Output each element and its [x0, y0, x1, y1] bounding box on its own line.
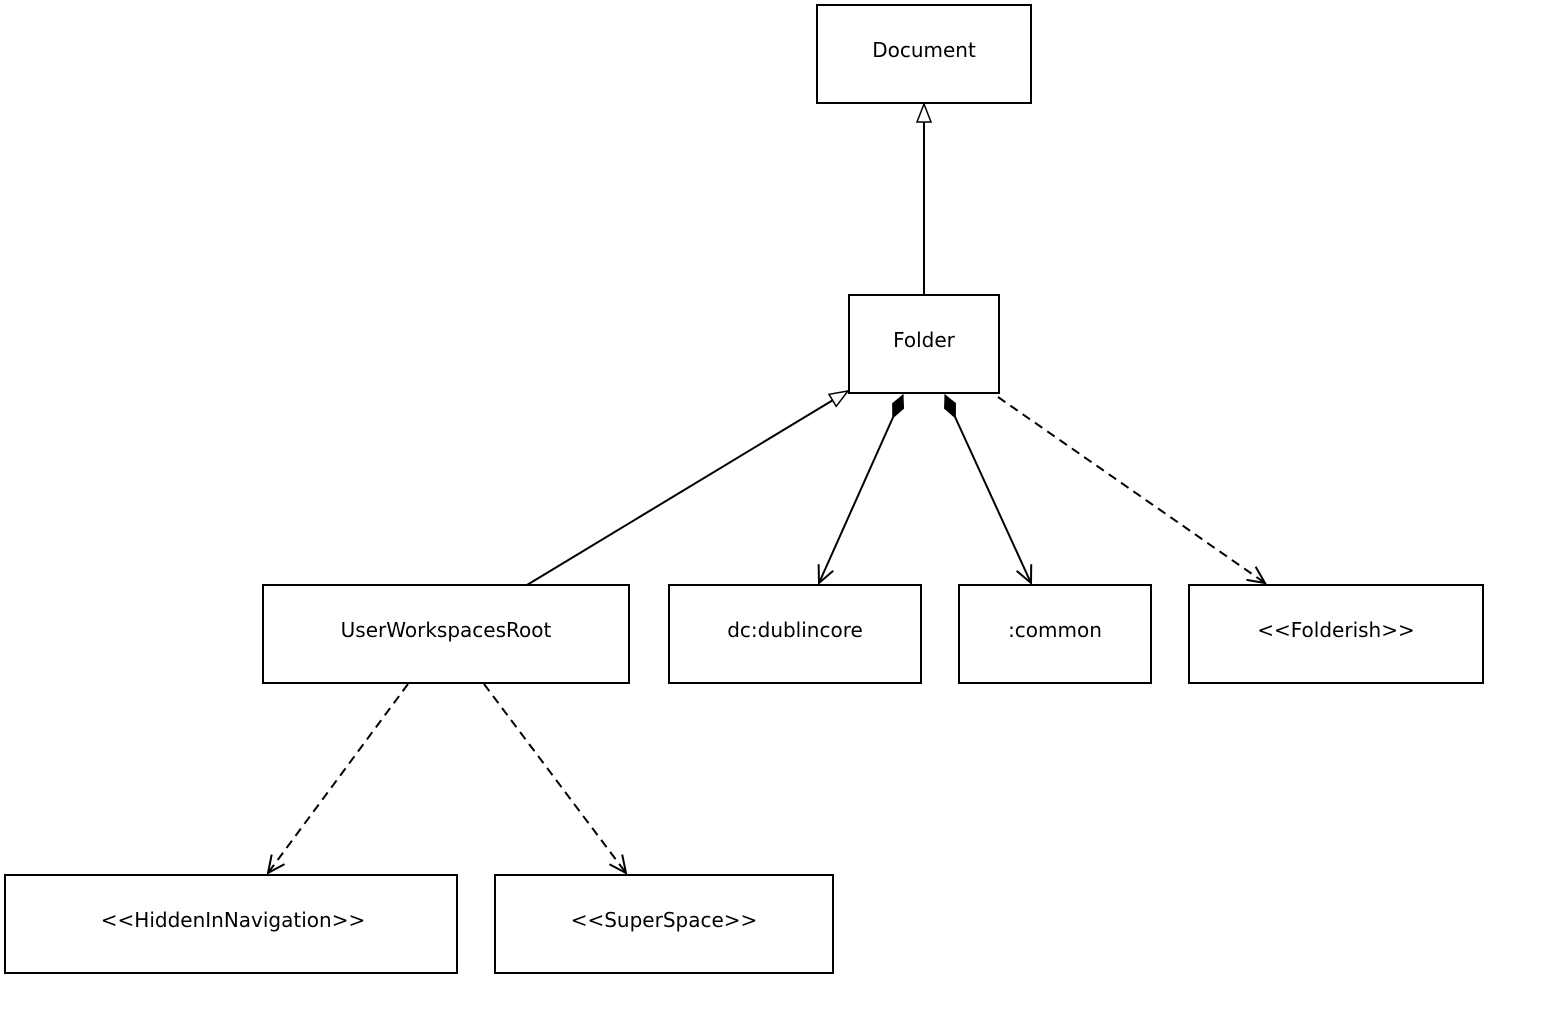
class-label: Folder	[893, 328, 956, 352]
class-box	[848, 294, 1000, 394]
composition-folder-to-common	[945, 395, 1031, 583]
class-label: <<Folderish>>	[1257, 618, 1415, 642]
class-hiddeninnavigation: <<HiddenInNavigation>>	[4, 874, 458, 974]
class-folderish: <<Folderish>>	[1188, 584, 1484, 684]
class-box	[4, 874, 458, 974]
class-label: <<SuperSpace>>	[571, 908, 758, 932]
class-folder: Folder	[848, 294, 1000, 394]
class-superspace: <<SuperSpace>>	[494, 874, 834, 974]
class-label: dc:dublincore	[727, 618, 863, 642]
class-label: Document	[872, 38, 976, 62]
dependency-folder-to-folderish	[997, 396, 1265, 583]
class-box	[494, 874, 834, 974]
class-document: Document	[816, 4, 1032, 104]
dependency-userworkspacesroot-to-superspace	[483, 683, 626, 873]
class-common: :common	[958, 584, 1152, 684]
class-label: :common	[1008, 618, 1102, 642]
class-box	[668, 584, 922, 684]
class-userworkspacesroot: UserWorkspacesRoot	[262, 584, 630, 684]
dependency-userworkspacesroot-to-hiddeninnavigation	[268, 683, 409, 873]
class-dublincore: dc:dublincore	[668, 584, 922, 684]
class-box	[816, 4, 1032, 104]
class-label: UserWorkspacesRoot	[341, 618, 552, 642]
class-box	[262, 584, 630, 684]
generalization-userworkspacesroot-to-folder	[526, 391, 848, 586]
class-label: <<HiddenInNavigation>>	[101, 908, 365, 932]
class-box	[1188, 584, 1484, 684]
edges	[268, 104, 1265, 873]
composition-folder-to-dublincore	[819, 395, 903, 583]
class-box	[958, 584, 1152, 684]
